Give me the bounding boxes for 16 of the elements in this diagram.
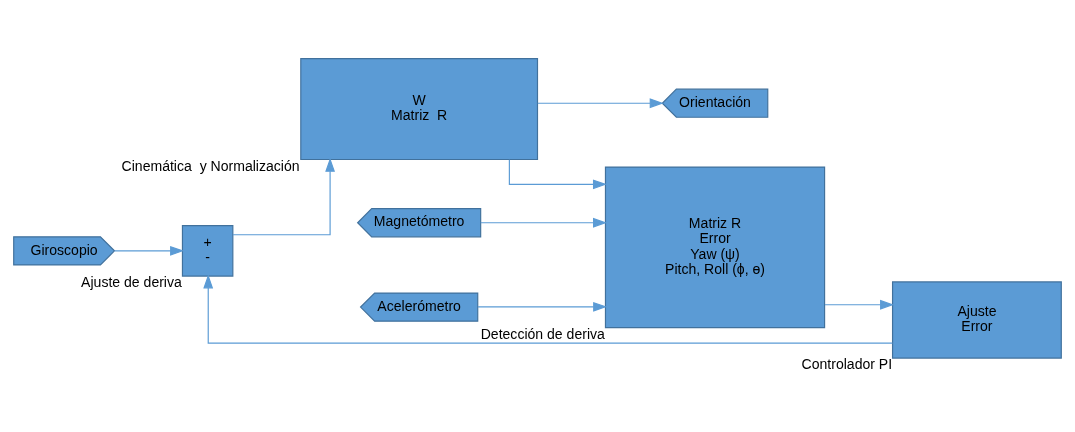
arrow [114, 245, 185, 256]
arrow [824, 299, 895, 310]
node-box: Matriz R Error Yaw (ψ) Pitch, Roll (ϕ, ɵ) [604, 166, 826, 329]
node-label: Controlador PI [801, 356, 893, 373]
arrow [480, 217, 608, 228]
node-label: Detección de deriva [480, 325, 605, 342]
node-label: Ajuste de deriva [81, 274, 182, 291]
arrow [508, 159, 608, 190]
node-box: + - [181, 225, 234, 277]
arrow [232, 157, 335, 236]
node-box: W Matriz R [300, 58, 539, 161]
arrow [537, 98, 664, 109]
node-label: Cinemática y Normalización [121, 157, 300, 174]
arrow [477, 301, 608, 312]
node-box: Ajuste Error [891, 281, 1062, 359]
arrow [203, 274, 894, 344]
